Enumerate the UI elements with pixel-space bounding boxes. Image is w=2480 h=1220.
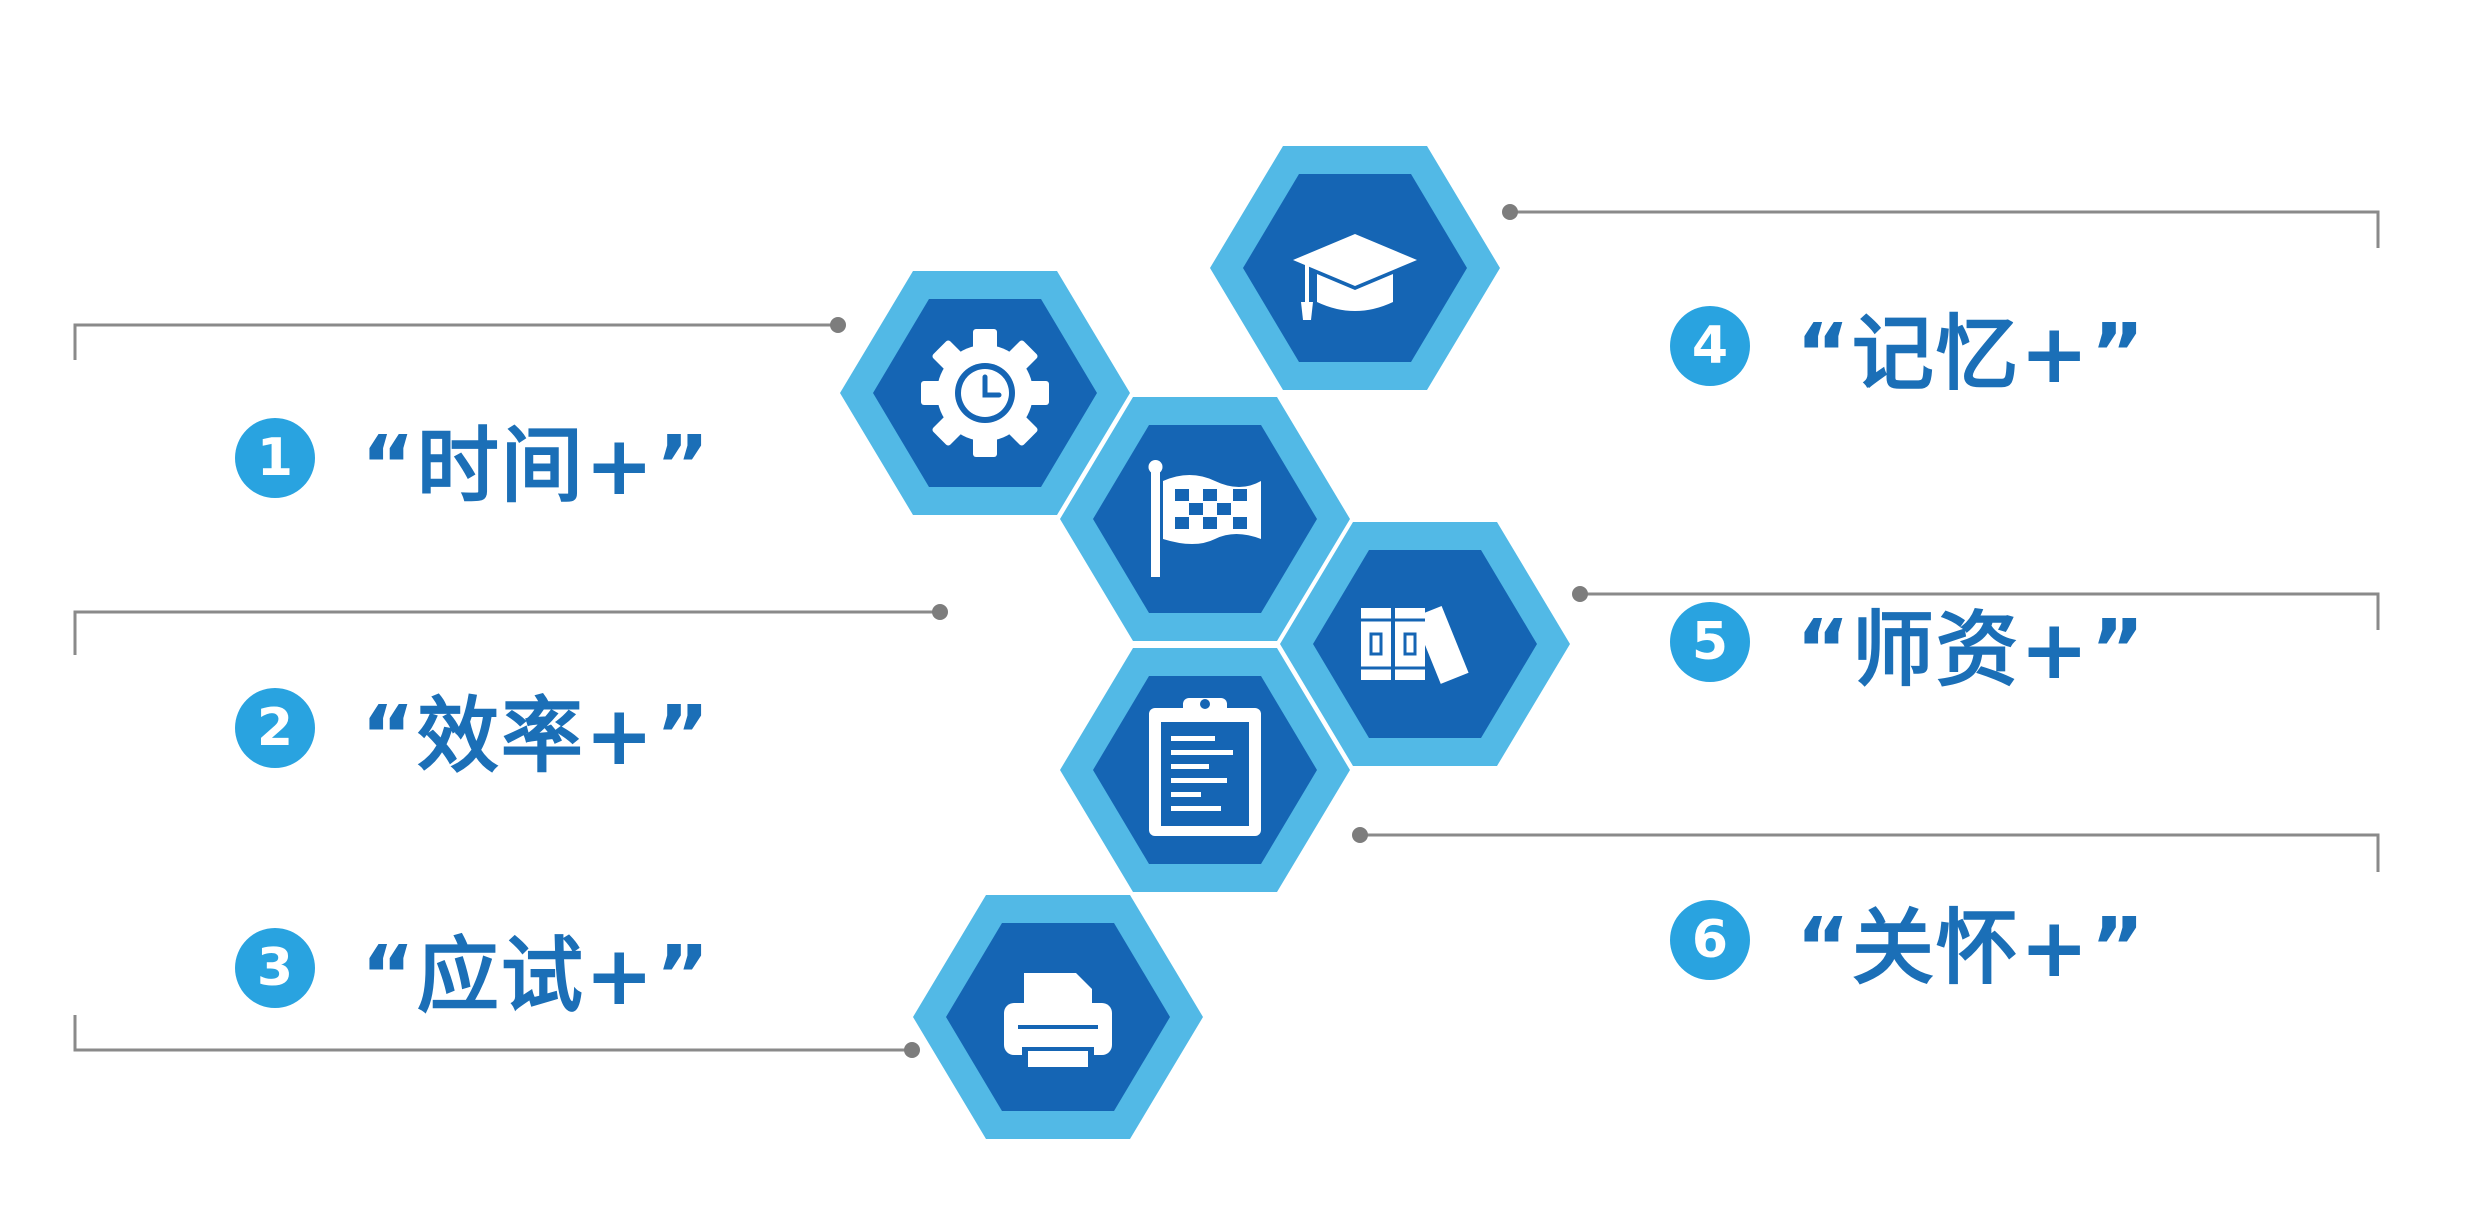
flag-icon <box>1148 460 1261 577</box>
item-label-2: “效率+” <box>361 688 712 784</box>
number-badge-3: 3 <box>235 928 315 1008</box>
connector-line-5 <box>1580 592 2380 630</box>
connector-dot-1 <box>830 317 846 333</box>
clipboard-icon <box>1149 698 1261 836</box>
connector-dot-3 <box>904 1042 920 1058</box>
connector-dot-5 <box>1572 586 1588 602</box>
number-badge-4: 4 <box>1670 306 1750 386</box>
hexagon-flag <box>1060 397 1350 641</box>
item-6: 6 “关怀+” <box>1670 880 2147 1000</box>
printer-icon <box>1004 973 1112 1067</box>
item-2: 2 “效率+” <box>235 668 712 788</box>
connector-line-6 <box>1360 833 2380 872</box>
connector-line-2 <box>73 610 940 655</box>
connector-line-4 <box>1510 210 2380 248</box>
hexagon-books <box>1280 522 1570 766</box>
graduation-cap-icon <box>1293 234 1417 320</box>
item-1: 1 “时间+” <box>235 398 712 518</box>
connector-line-3 <box>73 1015 912 1052</box>
item-3: 3 “应试+” <box>235 908 712 1028</box>
gear-clock-icon <box>921 329 1049 457</box>
hexagon-printer <box>913 895 1203 1139</box>
connector-dot-2 <box>932 604 948 620</box>
item-label-1: “时间+” <box>361 418 712 514</box>
hexagon-gear-clock <box>840 271 1130 515</box>
number-badge-2: 2 <box>235 688 315 768</box>
item-label-6: “关怀+” <box>1796 900 2147 996</box>
connector-line-1 <box>73 323 838 360</box>
item-label-5: “师资+” <box>1796 602 2147 698</box>
item-4: 4 “记忆+” <box>1670 286 2147 406</box>
hexagon-clipboard <box>1060 648 1350 892</box>
hexagon-graduation-cap <box>1210 146 1500 390</box>
books-icon <box>1361 605 1469 684</box>
connector-dot-6 <box>1352 827 1368 843</box>
connector-dot-4 <box>1502 204 1518 220</box>
item-5: 5 “师资+” <box>1670 582 2147 702</box>
number-badge-1: 1 <box>235 418 315 498</box>
item-label-3: “应试+” <box>361 928 712 1024</box>
number-badge-5: 5 <box>1670 602 1750 682</box>
number-badge-6: 6 <box>1670 900 1750 980</box>
item-label-4: “记忆+” <box>1796 306 2147 402</box>
